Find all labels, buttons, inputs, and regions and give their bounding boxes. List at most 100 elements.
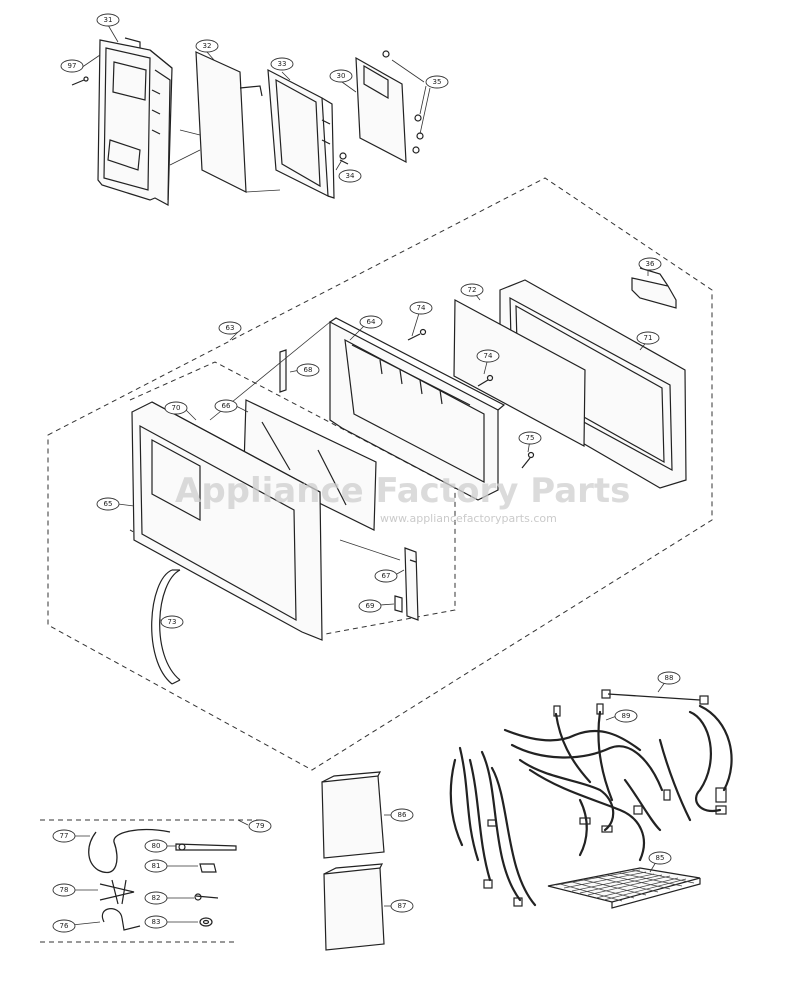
svg-text:32: 32: [203, 42, 212, 50]
harness-leader-lines: [605, 677, 669, 873]
callout-74-mid: 74: [476, 349, 500, 363]
svg-text:68: 68: [304, 366, 313, 374]
callout-35: 35: [425, 75, 449, 89]
svg-text:36: 36: [646, 260, 655, 268]
svg-text:74: 74: [417, 304, 426, 312]
part-88-jumper-wire: [601, 689, 709, 705]
part-30-circuit-board: [355, 50, 424, 164]
callout-78: 78: [52, 883, 76, 897]
part-34-screw: [339, 152, 349, 165]
door-assembly-dashed-outline: [47, 177, 713, 771]
callout-63: 63: [218, 321, 242, 335]
callout-85: 85: [648, 851, 672, 865]
svg-text:74: 74: [484, 352, 493, 360]
svg-text:71: 71: [644, 334, 653, 342]
svg-text:75: 75: [526, 434, 535, 442]
part-36-latch-head: [631, 267, 677, 309]
part-83-washer: [199, 917, 213, 927]
callout-97: 97: [60, 59, 84, 73]
part-69-latch-spring: [394, 595, 403, 613]
svg-text:69: 69: [366, 602, 375, 610]
svg-text:85: 85: [656, 854, 665, 862]
callout-73: 73: [160, 615, 184, 629]
part-73-door-handle: [151, 569, 181, 685]
svg-text:33: 33: [278, 60, 287, 68]
part-33-circuit-holder: [267, 68, 335, 199]
svg-text:79: 79: [256, 822, 265, 830]
part-86-manual-book: [321, 771, 392, 859]
callout-69: 69: [358, 599, 382, 613]
svg-text:72: 72: [468, 286, 477, 294]
part-64-door-frame: [329, 317, 506, 501]
callout-33: 33: [270, 57, 294, 71]
part-66-door-screen: [243, 399, 377, 531]
callout-30: 30: [329, 69, 353, 83]
svg-text:30: 30: [337, 72, 346, 80]
svg-text:82: 82: [152, 894, 161, 902]
svg-text:76: 76: [60, 922, 69, 930]
top-leader-lines: [77, 24, 431, 193]
svg-text:86: 86: [398, 811, 407, 819]
svg-text:63: 63: [226, 324, 235, 332]
svg-text:34: 34: [346, 172, 355, 180]
callout-86: 86: [390, 808, 414, 822]
callout-34: 34: [338, 169, 362, 183]
part-68-latch-hook: [279, 349, 287, 393]
callout-64: 64: [359, 315, 383, 329]
part-82-screw: [194, 893, 219, 901]
svg-text:97: 97: [68, 62, 77, 70]
callout-74-top: 74: [409, 301, 433, 315]
callout-32: 32: [195, 39, 219, 53]
part-97-screw: [71, 76, 89, 86]
part-89-wire-harness: [449, 703, 733, 907]
svg-text:80: 80: [152, 842, 161, 850]
callout-87: 87: [390, 899, 414, 913]
callout-67: 67: [374, 569, 398, 583]
svg-text:64: 64: [367, 318, 376, 326]
part-74-screws: [407, 328, 494, 387]
callout-72: 72: [460, 283, 484, 297]
callout-82: 82: [144, 891, 168, 905]
svg-text:88: 88: [665, 674, 674, 682]
part-87-manual-book: [323, 863, 392, 951]
callout-80: 80: [144, 839, 168, 853]
svg-text:65: 65: [104, 500, 113, 508]
svg-text:77: 77: [60, 832, 69, 840]
part-32-key-sheet: [195, 51, 263, 193]
part-75-screw: [521, 451, 535, 469]
part-67-door-latch: [404, 547, 419, 621]
svg-text:66: 66: [222, 402, 231, 410]
svg-text:67: 67: [382, 572, 391, 580]
callout-76: 76: [52, 919, 76, 933]
callout-71: 71: [636, 331, 660, 345]
svg-text:87: 87: [398, 902, 407, 910]
watermark-title: Appliance Factory Parts: [175, 471, 630, 511]
svg-text:31: 31: [104, 16, 113, 24]
part-78-anchor: [99, 879, 135, 905]
part-80-tie-strap: [175, 843, 237, 851]
callout-68: 68: [296, 363, 320, 377]
svg-text:70: 70: [172, 404, 181, 412]
part-72-glass-panel: [453, 299, 586, 447]
part-31-control-panel-frame: [97, 37, 173, 206]
svg-text:89: 89: [622, 712, 631, 720]
callout-81: 81: [144, 859, 168, 873]
svg-text:81: 81: [152, 862, 161, 870]
callout-36: 36: [638, 257, 662, 271]
callout-89: 89: [614, 709, 638, 723]
callout-88: 88: [657, 671, 681, 685]
part-77-cable: [88, 829, 171, 873]
callout-77: 77: [52, 829, 76, 843]
callout-70: 70: [164, 401, 188, 415]
misc-leader-lines: [71, 819, 249, 926]
part-85-rack-grid: [547, 867, 701, 909]
callout-79: 79: [248, 819, 272, 833]
callout-31: 31: [96, 13, 120, 27]
callout-65: 65: [96, 497, 120, 511]
callout-83: 83: [144, 915, 168, 929]
callout-75: 75: [518, 431, 542, 445]
part-65-door-front: [131, 401, 323, 641]
svg-text:78: 78: [60, 886, 69, 894]
svg-text:35: 35: [433, 78, 442, 86]
